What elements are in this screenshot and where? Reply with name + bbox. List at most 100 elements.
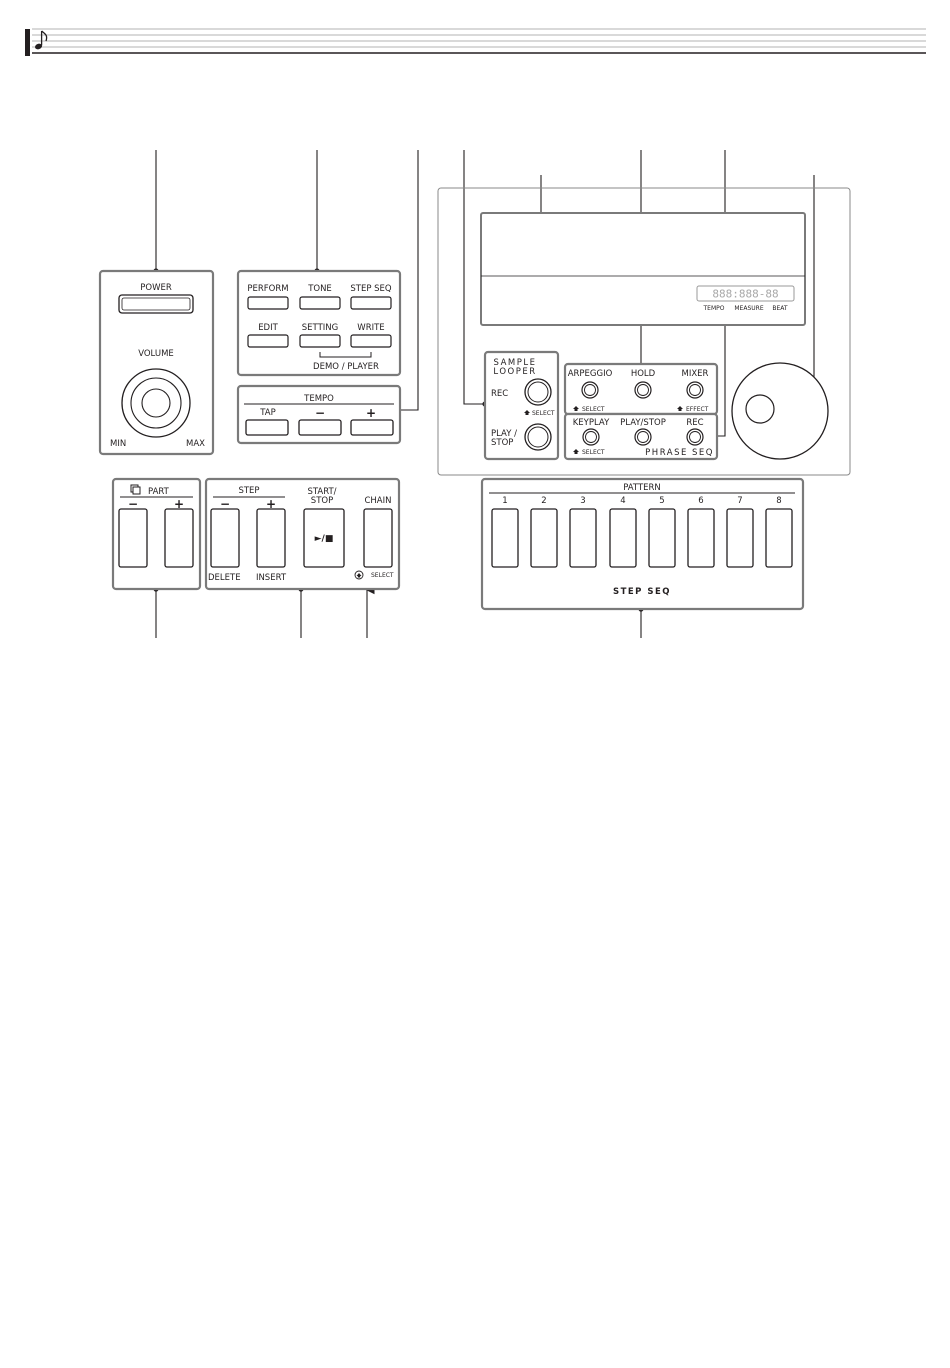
tone-button[interactable] bbox=[299, 296, 341, 310]
tempo-title: TEMPO bbox=[303, 394, 334, 404]
pattern-number-2: 2 bbox=[541, 496, 546, 506]
mode-panel: PERFORM TONE STEP SEQ EDIT SETTING WRITE… bbox=[236, 269, 402, 377]
tempo-minus-label: − bbox=[315, 406, 325, 420]
display-panel: 888:888-88 TEMPO MEASURE BEAT bbox=[480, 212, 806, 326]
step-plus-label: + bbox=[266, 497, 276, 511]
pattern-title: PATTERN bbox=[623, 483, 661, 493]
phrase-seq-title: PHRASE SEQ bbox=[645, 448, 714, 458]
chain-label: CHAIN bbox=[364, 496, 391, 506]
tempo-plus-label: + bbox=[366, 406, 376, 420]
pattern-panel: PATTERN 1 2 3 4 5 6 7 8 STEP SEQ bbox=[480, 477, 805, 611]
power-volume-panel: POWER VOLUME MIN MAX bbox=[98, 269, 215, 456]
arpeggio-select-label: SELECT bbox=[582, 406, 605, 413]
mixer-button[interactable] bbox=[686, 381, 704, 399]
pattern-pad-4[interactable] bbox=[609, 508, 637, 568]
looper-play-stop-button[interactable] bbox=[524, 423, 552, 451]
step-minus-label: − bbox=[220, 497, 230, 511]
pattern-pads bbox=[491, 508, 793, 568]
pattern-number-8: 8 bbox=[776, 496, 781, 506]
phrase-seq-panel: KEYPLAY PLAY/STOP REC SELECT PHRASE SEQ bbox=[563, 412, 719, 461]
mixer-label: MIXER bbox=[682, 369, 709, 379]
pattern-numbers: 1 2 3 4 5 6 7 8 bbox=[502, 496, 781, 506]
pattern-number-5: 5 bbox=[659, 496, 664, 506]
looper-play-label-line1: PLAY / bbox=[491, 429, 517, 439]
chain-select-label: SELECT bbox=[371, 572, 394, 579]
step-panel: STEP − + DELETE INSERT START/ STOP ►/■ C… bbox=[204, 477, 401, 591]
part-icon bbox=[130, 484, 141, 495]
phrase-play-stop-button[interactable] bbox=[634, 428, 652, 446]
pattern-pad-5[interactable] bbox=[648, 508, 676, 568]
setting-label: SETTING bbox=[302, 323, 338, 333]
tempo-minus-button[interactable] bbox=[298, 419, 342, 436]
setting-button[interactable] bbox=[299, 334, 341, 348]
arpeggio-panel: ARPEGGIO HOLD MIXER SELECT EFFECT bbox=[563, 362, 719, 416]
pattern-pad-2[interactable] bbox=[530, 508, 558, 568]
tap-button[interactable] bbox=[245, 419, 289, 436]
pattern-number-3: 3 bbox=[580, 496, 585, 506]
start-stop-button[interactable] bbox=[303, 508, 345, 568]
volume-max-label: MAX bbox=[186, 439, 205, 449]
power-button[interactable] bbox=[118, 294, 194, 314]
pattern-pad-7[interactable] bbox=[726, 508, 754, 568]
part-plus-button[interactable] bbox=[164, 508, 194, 568]
display-measure-label: MEASURE bbox=[734, 305, 763, 312]
demo-player-label: DEMO / PLAYER bbox=[313, 362, 379, 372]
demo-bracket bbox=[319, 352, 372, 358]
keyplay-label: KEYPLAY bbox=[573, 418, 610, 428]
hold-label: HOLD bbox=[631, 369, 656, 379]
shift-icon bbox=[573, 406, 579, 411]
arpeggio-button[interactable] bbox=[581, 381, 599, 399]
write-label: WRITE bbox=[357, 323, 384, 333]
mixer-effect-label: EFFECT bbox=[686, 406, 709, 413]
part-minus-label: − bbox=[128, 497, 138, 511]
phrase-play-stop-label: PLAY/STOP bbox=[620, 418, 666, 428]
delete-label: DELETE bbox=[208, 573, 241, 583]
pattern-pad-8[interactable] bbox=[765, 508, 793, 568]
tone-label: TONE bbox=[307, 284, 332, 294]
display-tempo-label: TEMPO bbox=[703, 305, 725, 312]
phrase-rec-label: REC bbox=[686, 418, 703, 428]
step-minus-button[interactable] bbox=[210, 508, 240, 568]
keyplay-button[interactable] bbox=[582, 428, 600, 446]
dial[interactable] bbox=[731, 362, 829, 460]
arpeggio-label: ARPEGGIO bbox=[568, 369, 613, 379]
volume-knob[interactable] bbox=[121, 368, 191, 438]
eighth-note-icon bbox=[34, 30, 48, 50]
pattern-number-1: 1 bbox=[502, 496, 507, 506]
chain-button[interactable] bbox=[363, 508, 393, 568]
write-button[interactable] bbox=[350, 334, 392, 348]
pattern-pad-6[interactable] bbox=[687, 508, 715, 568]
volume-min-label: MIN bbox=[110, 439, 126, 449]
step-plus-button[interactable] bbox=[256, 508, 286, 568]
lcd-segment-readout: 888:888-88 bbox=[712, 288, 778, 301]
looper-play-label-line2: STOP bbox=[491, 438, 513, 448]
part-title: PART bbox=[148, 487, 170, 497]
part-minus-button[interactable] bbox=[118, 508, 148, 568]
main-section-frame bbox=[437, 187, 851, 476]
tempo-plus-button[interactable] bbox=[350, 419, 394, 436]
tap-label: TAP bbox=[259, 408, 275, 418]
perform-button[interactable] bbox=[247, 296, 289, 310]
step-title: STEP bbox=[238, 486, 259, 496]
pattern-number-6: 6 bbox=[698, 496, 703, 506]
shift-icon bbox=[356, 573, 362, 578]
pattern-pad-1[interactable] bbox=[491, 508, 519, 568]
looper-rec-button[interactable] bbox=[524, 378, 552, 406]
sample-looper-panel: SAMPLE LOOPER REC SELECT PLAY / STOP bbox=[483, 350, 560, 461]
step-seq-button[interactable] bbox=[350, 296, 392, 310]
start-stop-label-line1: START/ bbox=[307, 487, 336, 497]
part-panel: PART − + bbox=[111, 477, 202, 591]
shift-icon bbox=[524, 410, 530, 415]
edit-button[interactable] bbox=[247, 334, 289, 348]
header-staff bbox=[25, 28, 926, 56]
pattern-pad-3[interactable] bbox=[569, 508, 597, 568]
looper-title-line2: LOOPER bbox=[493, 367, 536, 377]
power-label: POWER bbox=[140, 283, 172, 293]
looper-rec-label: REC bbox=[491, 389, 508, 399]
phrase-rec-button[interactable] bbox=[686, 428, 704, 446]
step-seq-footer: STEP SEQ bbox=[613, 587, 671, 597]
looper-title-line1: SAMPLE bbox=[494, 358, 537, 368]
hold-button[interactable] bbox=[634, 381, 652, 399]
start-stop-label-line2: STOP bbox=[311, 496, 333, 506]
insert-label: INSERT bbox=[256, 573, 287, 583]
